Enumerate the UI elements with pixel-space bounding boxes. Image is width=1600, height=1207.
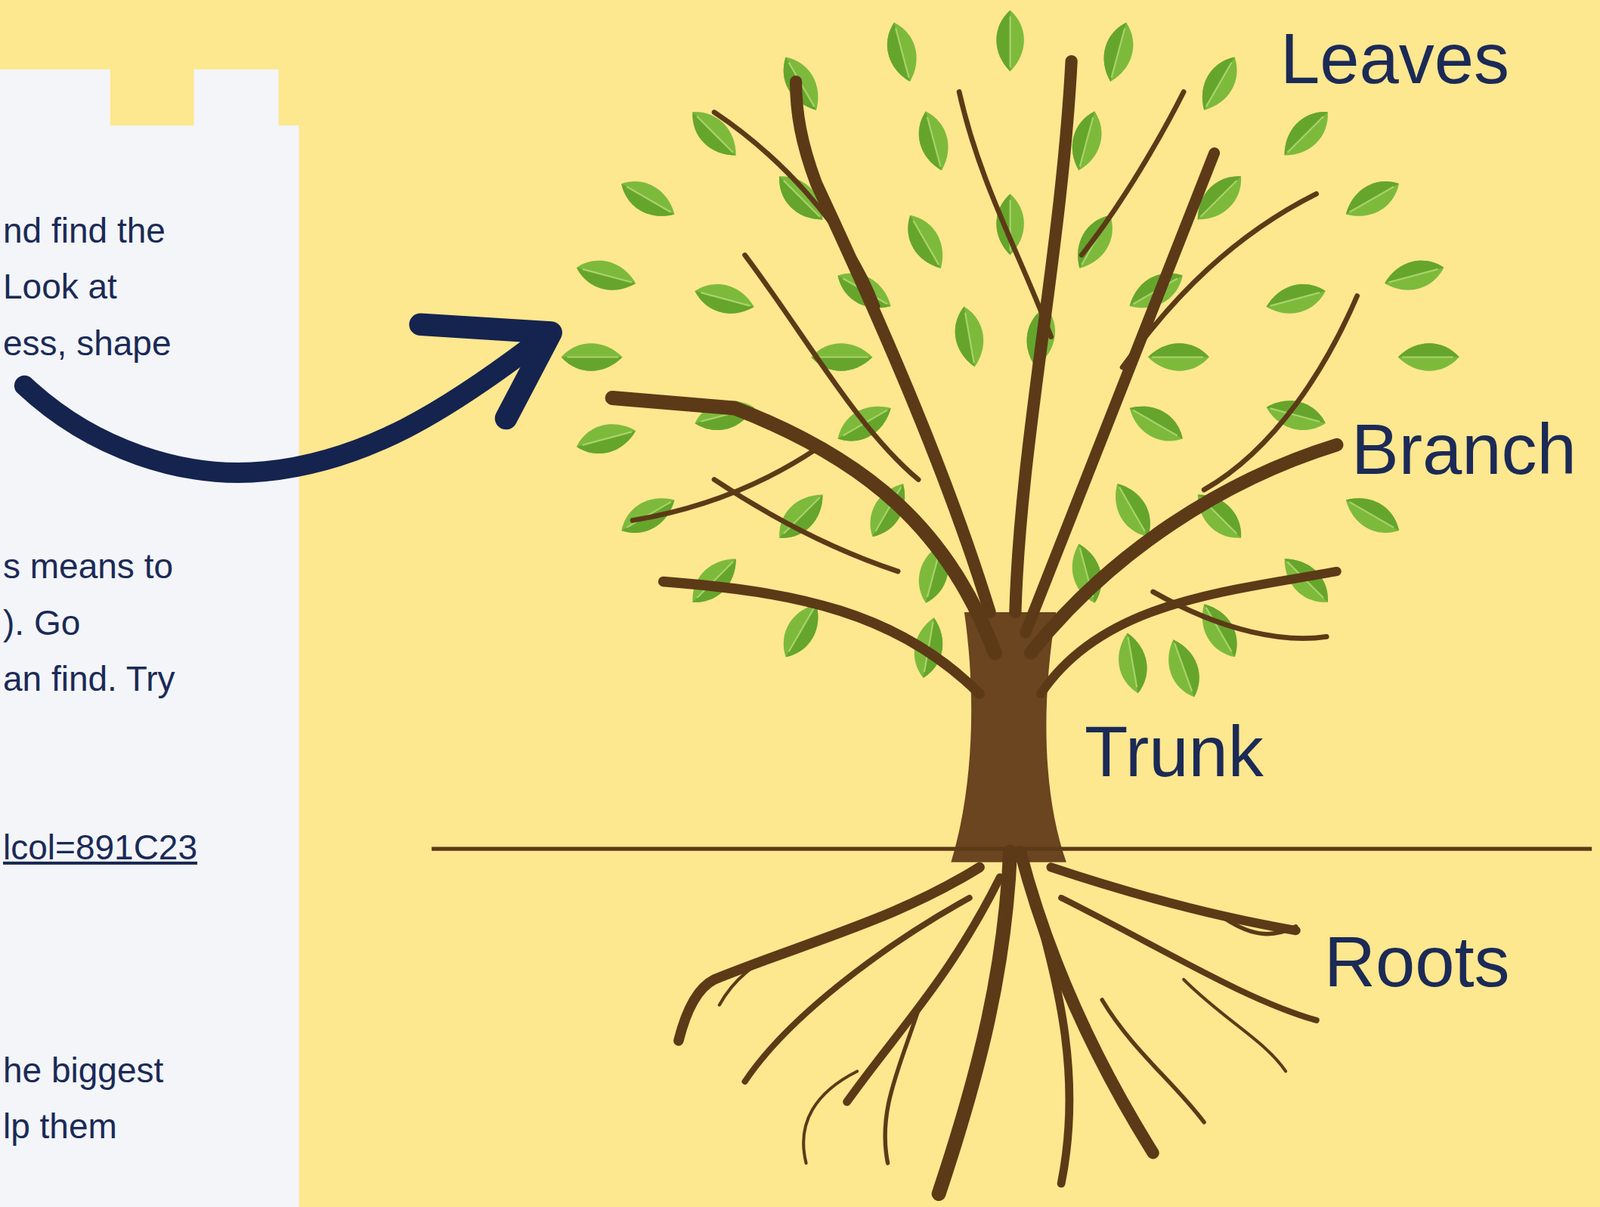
- twig: [1122, 193, 1317, 367]
- part-label: Roots: [1324, 926, 1511, 998]
- leaf: [691, 277, 759, 320]
- note-text: he biggest: [3, 1052, 164, 1088]
- note-text: an find. Try: [3, 661, 176, 697]
- leaf: [1380, 253, 1448, 297]
- root: [745, 897, 970, 1082]
- leaf: [561, 343, 623, 371]
- root: [885, 1009, 919, 1163]
- arrow-head: [420, 324, 551, 418]
- note-text: s means to: [3, 548, 174, 584]
- leaf: [614, 171, 681, 226]
- leaf: [1148, 343, 1210, 371]
- note-text: ). Go: [3, 605, 81, 641]
- root: [847, 877, 1001, 1102]
- leaf: [1123, 396, 1190, 451]
- root: [719, 953, 776, 1005]
- link-text: lcol=891C23: [3, 829, 198, 865]
- root: [1101, 999, 1204, 1123]
- paper-sheet: [0, 69, 300, 1207]
- leaf: [1191, 50, 1247, 118]
- twig: [745, 254, 920, 480]
- root: [1224, 918, 1297, 935]
- root: [1030, 887, 1070, 1183]
- leaf: [1262, 277, 1330, 320]
- part-label: Branch: [1351, 414, 1577, 486]
- leaf: [1339, 488, 1406, 543]
- twig: [1203, 295, 1358, 489]
- note-text: nd find the: [3, 213, 166, 248]
- trunk: [950, 612, 1067, 863]
- leaf: [1160, 634, 1207, 703]
- root: [1061, 897, 1317, 1021]
- leaf: [572, 253, 640, 297]
- branch: [1030, 445, 1337, 653]
- root: [938, 851, 1011, 1194]
- part-label: Leaves: [1280, 23, 1510, 95]
- branch: [612, 397, 995, 653]
- root: [803, 1070, 858, 1163]
- leaf: [1097, 18, 1140, 86]
- root: [678, 866, 980, 1040]
- leaf: [950, 303, 989, 369]
- branch: [795, 81, 991, 613]
- note-text: ess, shape: [3, 325, 171, 361]
- twig: [1081, 91, 1184, 255]
- part-label: Trunk: [1084, 716, 1264, 788]
- leaf: [996, 193, 1024, 255]
- twig: [1153, 591, 1328, 639]
- twig: [714, 479, 898, 571]
- branch: [663, 581, 981, 694]
- leaf: [572, 417, 640, 460]
- roots: [678, 851, 1317, 1194]
- leaf: [1339, 171, 1406, 226]
- note-text: Look at: [3, 269, 118, 304]
- leaf: [1398, 343, 1460, 371]
- leaf: [880, 18, 923, 86]
- twig: [959, 91, 1052, 337]
- leaf: [898, 208, 954, 276]
- leaf: [1114, 630, 1152, 696]
- arrow-shaft: [24, 346, 531, 473]
- leaf: [1275, 102, 1338, 165]
- twig: [714, 111, 878, 306]
- leaf: [912, 107, 955, 174]
- root: [1183, 979, 1286, 1071]
- branches: [612, 61, 1358, 863]
- leaves: [561, 9, 1460, 702]
- note-text: lp them: [3, 1108, 118, 1144]
- leaf: [996, 9, 1024, 72]
- branch: [1040, 571, 1337, 694]
- root: [1051, 866, 1297, 931]
